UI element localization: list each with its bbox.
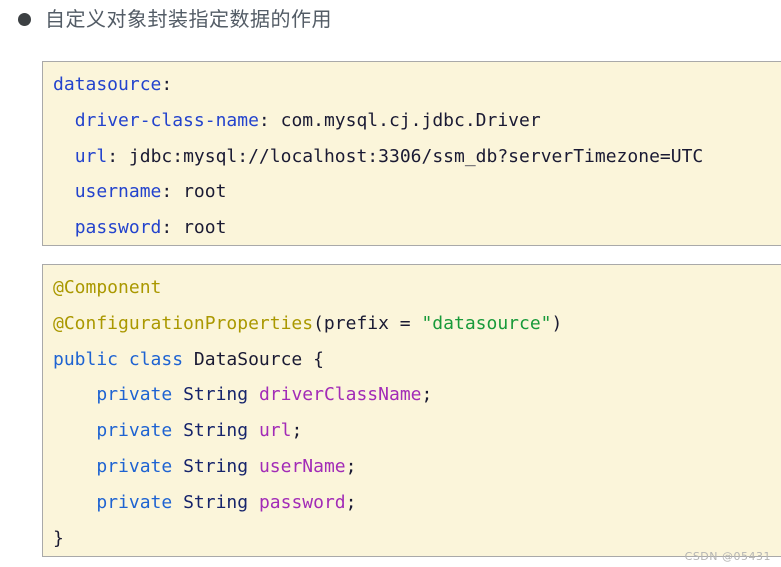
code-token-def	[53, 181, 75, 202]
code-token-def	[53, 492, 96, 513]
code-line: username: root	[53, 174, 781, 210]
page-title: 自定义对象封装指定数据的作用	[45, 7, 332, 31]
code-token-def: ;	[421, 384, 433, 406]
code-token-def	[118, 349, 129, 370]
code-token-ann: @ConfigurationProperties	[53, 312, 314, 334]
code-line: private String url;	[53, 413, 781, 449]
code-token-def: root	[183, 217, 227, 239]
code-token-def: com.mysql.cj.jdbc.Driver	[280, 109, 541, 131]
code-line: driver-class-name: com.mysql.cj.jdbc.Dri…	[53, 103, 781, 139]
code-line: datasource:	[53, 67, 781, 103]
code-token-kw: private	[96, 455, 173, 477]
code-token-type: String	[183, 455, 249, 477]
code-token-def	[53, 384, 96, 405]
code-token-type: String	[183, 384, 249, 406]
code-token-def	[172, 384, 183, 405]
code-token-key: password	[74, 217, 162, 239]
code-line: password: root	[53, 210, 781, 245]
code-token-def	[53, 146, 75, 167]
code-token-def	[172, 456, 183, 477]
code-token-def: :	[161, 181, 184, 203]
code-token-def	[248, 420, 259, 441]
code-token-def: DataSource {	[183, 348, 324, 370]
code-token-def	[248, 384, 259, 405]
code-token-def: (prefix =	[313, 312, 422, 334]
code-token-field: url	[258, 420, 292, 442]
code-token-kw: private	[96, 384, 173, 406]
heading-row: 自定义对象封装指定数据的作用	[0, 0, 781, 40]
code-line: }	[53, 521, 781, 556]
code-token-key: username	[74, 181, 162, 203]
code-token-key: driver-class-name	[74, 109, 259, 131]
code-token-def: ;	[345, 455, 357, 477]
code-token-key: datasource	[53, 74, 162, 95]
code-line: private String userName;	[53, 449, 781, 485]
bullet-icon	[18, 13, 31, 26]
code-token-kw: class	[128, 348, 184, 370]
code-token-def	[53, 456, 96, 477]
code-line: @ConfigurationProperties(prefix = "datas…	[53, 306, 781, 342]
code-token-def	[248, 456, 259, 477]
code-token-ann: @Component	[53, 277, 162, 298]
watermark: CSDN @05431	[684, 550, 771, 563]
code-token-field: userName	[258, 455, 346, 477]
code-line: public class DataSource {	[53, 342, 781, 378]
code-token-field: driverClassName	[258, 384, 422, 406]
code-token-def	[248, 492, 259, 513]
code-line: url: jdbc:mysql://localhost:3306/ssm_db?…	[53, 139, 781, 175]
code-token-def: :	[107, 145, 129, 167]
code-token-def: ;	[291, 420, 303, 442]
code-token-def: )	[551, 312, 563, 334]
code-token-key: url	[74, 145, 108, 167]
code-line: private String password;	[53, 485, 781, 521]
code-token-def	[172, 420, 183, 441]
yaml-code-block: datasource: driver-class-name: com.mysql…	[42, 61, 781, 246]
code-token-def: root	[183, 181, 227, 203]
code-token-field: password	[258, 491, 346, 513]
code-token-def: }	[53, 527, 64, 549]
code-token-def: jdbc:mysql://localhost:3306/ssm_db?serve…	[128, 145, 704, 167]
code-line: @Component	[53, 270, 781, 306]
code-token-def	[53, 110, 75, 131]
code-token-kw: private	[96, 491, 173, 513]
code-token-def: :	[161, 217, 184, 239]
code-line: private String driverClassName;	[53, 377, 781, 413]
code-token-def: ;	[345, 491, 357, 513]
code-token-def: :	[161, 74, 173, 95]
code-token-def: :	[258, 109, 281, 131]
code-token-def	[172, 492, 183, 513]
code-token-def	[53, 420, 96, 441]
code-token-kw: private	[96, 420, 173, 442]
code-token-def	[53, 217, 75, 238]
code-token-kw: public	[53, 348, 119, 370]
code-token-str: "datasource"	[421, 312, 552, 334]
java-code-block: @Component @ConfigurationProperties(prefi…	[42, 264, 781, 557]
code-token-type: String	[183, 491, 249, 513]
code-token-type: String	[183, 420, 249, 442]
